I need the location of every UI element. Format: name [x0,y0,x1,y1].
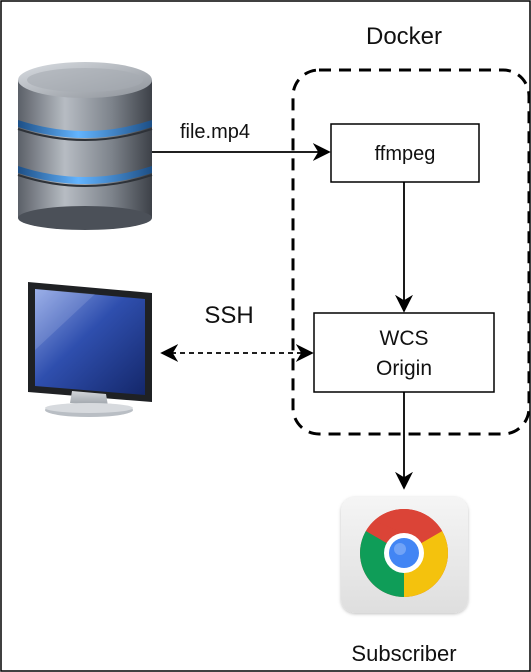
ffmpeg-node [330,123,480,183]
database-icon [17,62,153,230]
wcs-label-line2: Origin [376,357,432,380]
chrome-browser-icon [341,497,468,613]
edge-file-label: file.mp4 [180,121,250,143]
docker-container [291,68,531,436]
subscriber-label: Subscriber [351,641,456,666]
monitor-icon [28,282,152,417]
ffmpeg-label: ffmpeg [375,143,436,165]
wcs-label-line1: WCS [380,327,429,350]
docker-label: Docker [366,23,442,50]
wcs-origin-node [313,312,495,393]
edge-ssh-label: SSH [204,302,253,329]
